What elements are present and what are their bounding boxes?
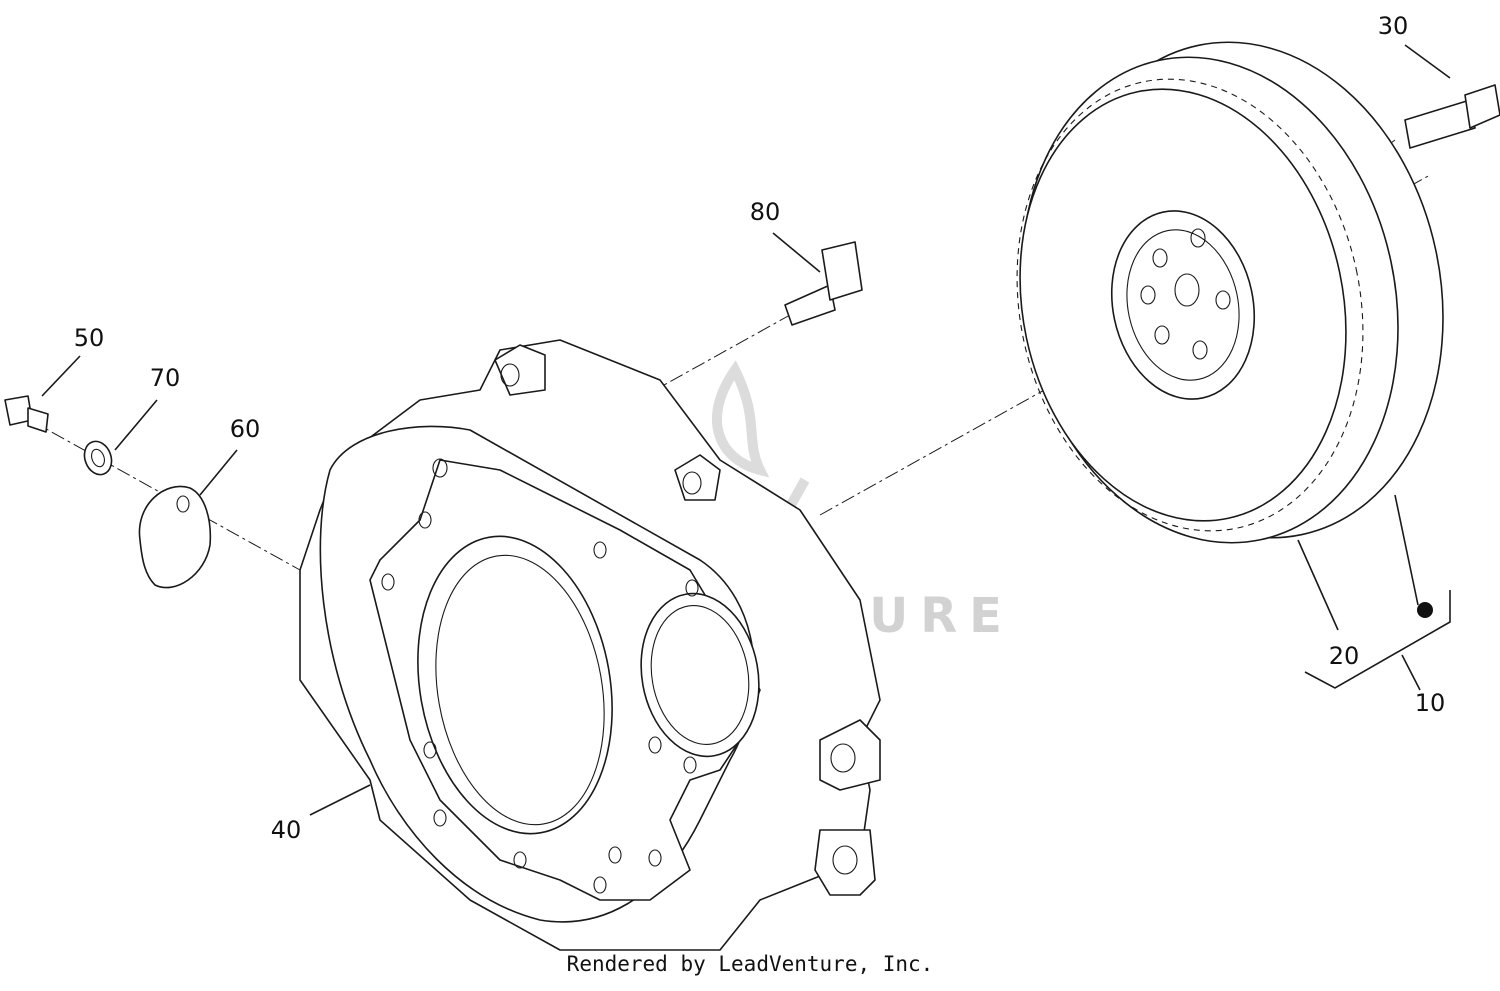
callout-20: 20 xyxy=(1329,642,1360,670)
screw-part-60 xyxy=(4,395,49,433)
footer-credit: Rendered by LeadVenture, Inc. xyxy=(566,952,934,976)
callout-60: 50 xyxy=(74,324,105,352)
callout-40: 40 xyxy=(271,816,302,844)
flywheel-part-20 xyxy=(1016,41,1444,544)
callout-10: 10 xyxy=(1415,689,1446,717)
leader-lines xyxy=(41,44,1451,816)
callout-30: 30 xyxy=(1378,12,1409,40)
bolt-part-80 xyxy=(784,241,863,326)
kit-indicator-dot xyxy=(1417,602,1433,618)
bolt-part-30 xyxy=(1404,84,1500,149)
callout-labels: 30 80 50 70 60 20 10 40 xyxy=(74,12,1446,844)
plate-part-50 xyxy=(138,485,212,589)
callout-80: 80 xyxy=(750,198,781,226)
flywheel-housing-part-40 xyxy=(299,339,881,951)
callout-50: 60 xyxy=(230,415,261,443)
lock-washer-part-70 xyxy=(83,440,113,476)
callout-70: 70 xyxy=(150,364,181,392)
